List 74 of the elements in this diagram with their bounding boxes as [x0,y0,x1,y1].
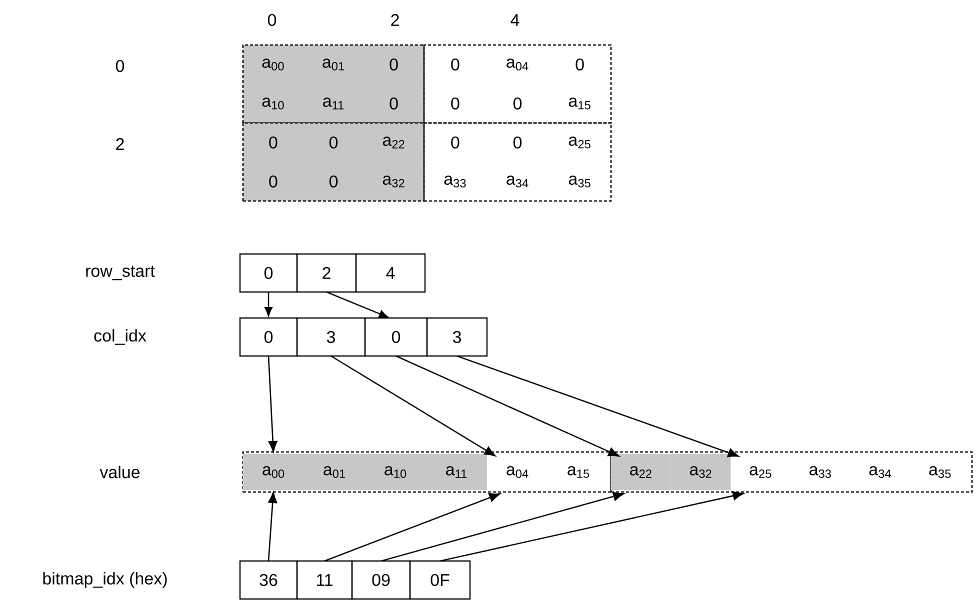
matrix-entry: 0 [269,175,278,188]
array-name: bitmap_idx (hex) [43,572,167,588]
matrix-entry: 0 [329,175,338,188]
array-cell: a$_{00}$ [243,454,304,490]
arrow [396,355,620,457]
node-label: a$_{01}$ [324,466,346,478]
array-cell: a$_{25}$ [750,466,772,478]
matrix-entry: a$_{15}$ [568,98,590,110]
arrow [268,356,278,452]
matrix-entry: 0 [513,136,522,149]
matrix-entry: a$_{22}$ [382,136,404,148]
array-cell: a$_{10}$ [365,454,426,490]
matrix-entry: 0 [329,136,338,149]
array-cell: 3 [426,317,488,357]
matrix-entry: a$_{00}$ [262,58,284,70]
array-cell: 0 [239,317,298,357]
node-label: a$_{10}$ [384,466,406,478]
arrow [330,355,496,456]
arrow [324,493,500,562]
matrix-entry: 0 [451,97,460,110]
node-label: a$_{32}$ [690,466,712,478]
matrix-entry: 0 [390,58,398,71]
arrow [440,491,744,562]
arrow [268,492,278,562]
array-cell: 2 [296,253,357,293]
array-cell: 0F [409,560,471,600]
array-cell: a$_{22}$ [611,454,671,490]
matrix-entry: 0 [576,58,584,71]
axis-index: 0 [268,14,276,26]
array-cell: 0 [364,317,428,357]
matrix-entry: a$_{25}$ [568,136,590,148]
axis-index: 2 [116,138,124,150]
array-name: col_idx [94,329,146,345]
matrix-entry: a$_{34}$ [506,176,528,188]
axis-index: 4 [510,14,520,26]
matrix-entry: a$_{35}$ [568,176,590,188]
axis-index: 0 [116,60,124,72]
matrix-entry: a$_{10}$ [262,98,284,110]
matrix-entry: 0 [451,136,460,149]
array-cell: a$_{15}$ [568,466,590,478]
array-cell: a$_{34}$ [869,466,891,478]
matrix-entry: a$_{11}$ [323,98,344,110]
matrix-entry: a$_{04}$ [506,58,528,70]
array-cell: a$_{32}$ [670,454,731,490]
arrow [326,291,388,318]
matrix-entry: 0 [269,136,278,149]
array-cell: 3 [296,317,366,357]
matrix-entry: a$_{33}$ [444,176,466,188]
matrix-entry: 0 [451,58,460,71]
array-cell: 4 [355,253,426,293]
array-cell: 36 [239,560,298,600]
array-cell: a$_{11}$ [426,454,487,490]
array-block [242,451,612,493]
node-label: a$_{11}$ [446,466,467,478]
array-cell: 0 [239,253,298,293]
arrow [456,355,739,458]
array-cell: a$_{01}$ [304,454,365,490]
array-block [610,451,973,493]
node-label: a$_{00}$ [262,466,284,478]
arrow [380,492,624,562]
array-cell: 11 [296,560,353,600]
node-label: a$_{22}$ [630,466,652,478]
axis-index: 2 [391,14,399,26]
matrix-entry: 0 [390,97,398,110]
array-cell: a$_{33}$ [810,466,831,478]
array-cell: a$_{04}$ [506,466,528,478]
arrow [264,292,272,316]
matrix-entry: a$_{01}$ [322,58,344,70]
matrix-entry: 0 [513,97,522,110]
array-name: row_start [86,266,155,280]
array-name: value [100,466,140,478]
array-cell: a$_{35}$ [929,466,951,478]
array-cell: 09 [351,560,411,600]
matrix-entry: a$_{32}$ [382,176,404,188]
